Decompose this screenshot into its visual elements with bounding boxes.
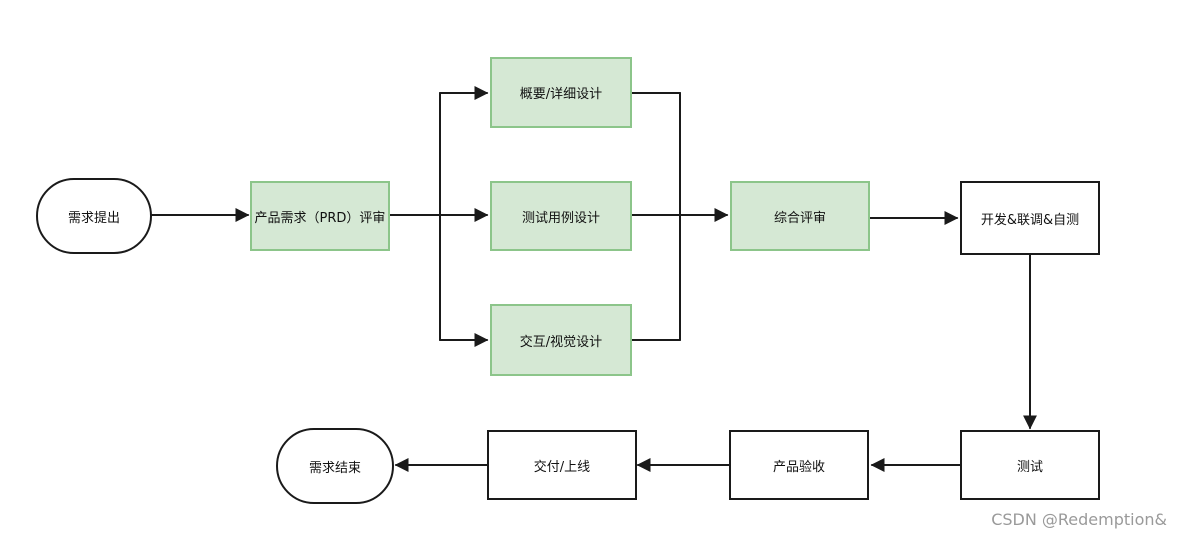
test-node: 测试 [960,430,1100,500]
detail-design-node-label: 概要/详细设计 [519,87,603,102]
prd-review-node: 产品需求（PRD）评审 [250,181,390,251]
test-case-design-node: 测试用例设计 [490,181,632,251]
detail-design-node: 概要/详细设计 [490,57,632,128]
csdn-watermark: CSDN @Redemption& [991,510,1167,529]
test-node-label: 测试 [1016,459,1043,475]
ux-design-node-label: 交互/视觉设计 [519,334,603,350]
dev-node: 开发&联调&自测 [960,181,1100,255]
joint-review-node: 综合评审 [730,181,870,251]
dev-node-label: 开发&联调&自测 [980,212,1080,228]
start-node: 需求提出 [36,178,152,254]
release-node: 交付/上线 [487,430,637,500]
joint-review-node-label: 综合评审 [773,210,826,226]
ux-design-node: 交互/视觉设计 [490,304,632,376]
acceptance-node-label: 产品验收 [772,459,825,475]
end-node: 需求结束 [276,428,394,504]
test-case-design-node-label: 测试用例设计 [521,210,600,226]
prd-review-node-label: 产品需求（PRD）评审 [254,210,386,226]
start-node-label: 需求提出 [67,210,120,226]
release-node-label: 交付/上线 [533,459,591,475]
acceptance-node: 产品验收 [729,430,869,500]
end-node-label: 需求结束 [308,460,361,476]
